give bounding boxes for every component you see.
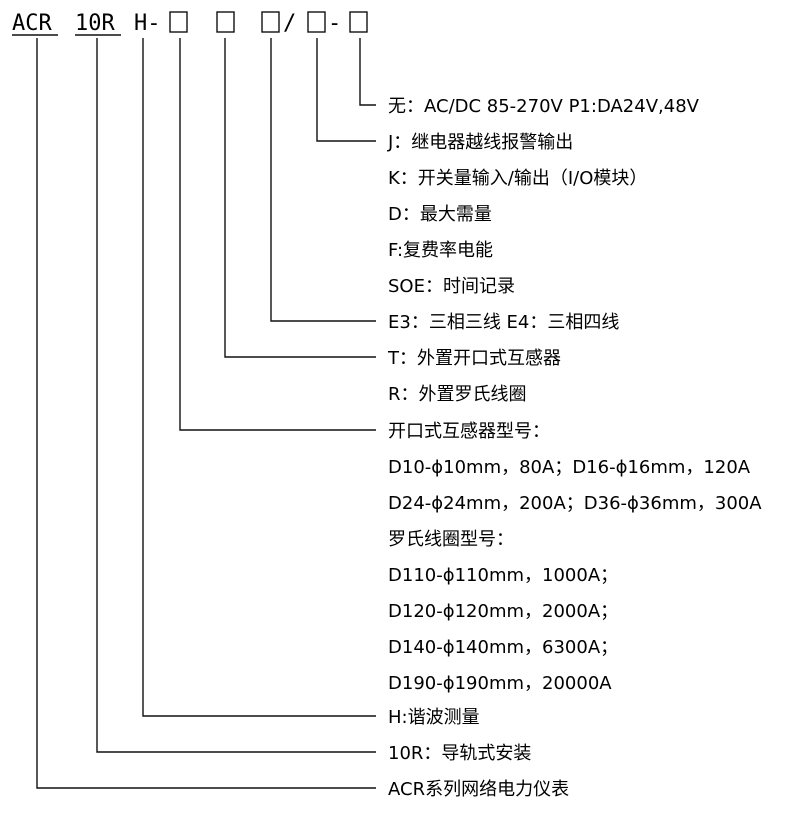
model-slash: / (283, 11, 296, 36)
legend-ct-model-line-2: D24-ϕ24mm，200A；D36-ϕ36mm，300A (388, 493, 762, 514)
legend-ct-model-heading: 开口式互感器型号： (388, 421, 550, 442)
legend-rogowski: R：外置罗氏线圈 (388, 384, 527, 405)
legend-product-series: ACR系列网络电力仪表 (388, 779, 569, 800)
legend-io-module: K：开关量输入/输出（I/O模块） (388, 168, 647, 189)
connector-prefix (36, 38, 376, 789)
connector-power (359, 38, 376, 106)
legend-rogowski-d120: D120-ϕ120mm，2000A； (388, 601, 618, 622)
option-box-wiring (261, 11, 280, 33)
connector-ct-model (179, 38, 376, 431)
model-dash: - (328, 11, 341, 36)
legend-harmonic: H:谐波测量 (388, 707, 480, 728)
connector-harmonic (142, 38, 376, 717)
model-h-part: H- (134, 11, 161, 36)
option-box-power (349, 11, 368, 33)
legend-relay-alarm: J：继电器越线报警输出 (387, 132, 573, 153)
legend-rogowski-model-heading: 罗氏线圈型号： (388, 529, 514, 550)
legend-soe: SOE：时间记录 (388, 276, 515, 297)
model-prefix: ACR (12, 11, 52, 36)
connector-sensor-type (224, 38, 376, 358)
option-box-function (307, 11, 326, 33)
model-series: 10R (75, 11, 115, 36)
legend-power-supply: 无：AC/DC 85-270V P1:DA24V,48V (388, 96, 700, 117)
legend-external-ct: T：外置开口式互感器 (387, 348, 561, 369)
legend-rogowski-d110: D110-ϕ110mm，1000A； (388, 565, 618, 586)
legend-wiring: E3：三相三线 E4：三相四线 (388, 312, 619, 333)
legend-rogowski-d140: D140-ϕ140mm，6300A； (388, 637, 618, 658)
legend-max-demand: D：最大需量 (388, 204, 492, 225)
legend-ct-model-line-1: D10-ϕ10mm，80A；D16-ϕ16mm，120A (388, 457, 751, 478)
option-box-ct-model (169, 11, 188, 33)
option-box-sensor-type (216, 11, 235, 33)
legend-rogowski-d190: D190-ϕ190mm，20000A (388, 673, 612, 694)
legend-din-rail: 10R：导轨式安装 (388, 743, 531, 764)
connector-series (96, 38, 376, 753)
connector-wiring (270, 38, 376, 322)
connector-function (316, 38, 376, 142)
legend-multi-tariff: F:复费率电能 (388, 240, 493, 261)
